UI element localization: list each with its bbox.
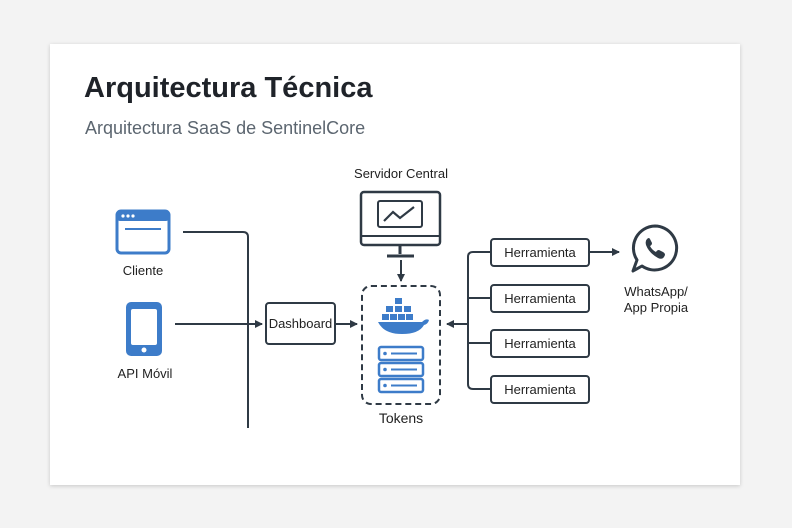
tokens-label: Tokens bbox=[378, 410, 424, 426]
tools-bus bbox=[467, 251, 490, 390]
tool-node: Herramienta bbox=[490, 375, 590, 404]
docker-whale-icon bbox=[378, 298, 429, 334]
browser-window-icon bbox=[115, 209, 171, 255]
whatsapp-label-line1: WhatsApp/ bbox=[624, 284, 688, 299]
api-movil-label: API Móvil bbox=[117, 366, 173, 381]
tool-node: Herramienta bbox=[490, 238, 590, 267]
tool-node: Herramienta bbox=[490, 329, 590, 358]
whatsapp-label: WhatsApp/ App Propia bbox=[606, 284, 706, 316]
tool-node: Herramienta bbox=[490, 284, 590, 313]
whatsapp-label-line2: App Propia bbox=[623, 300, 689, 315]
central-container bbox=[361, 285, 441, 405]
page-title: Arquitectura Técnica bbox=[84, 72, 373, 104]
server-stack-icon bbox=[377, 345, 425, 394]
dashboard-node: Dashboard bbox=[265, 302, 336, 345]
servidor-central-label: Servidor Central bbox=[354, 166, 448, 181]
cliente-connector bbox=[183, 231, 249, 428]
whatsapp-icon bbox=[631, 224, 679, 273]
page-subtitle: Arquitectura SaaS de SentinelCore bbox=[85, 118, 366, 138]
diagram-card bbox=[50, 44, 740, 485]
cliente-label: Cliente bbox=[122, 263, 164, 278]
smartphone-icon bbox=[126, 302, 162, 356]
monitor-icon bbox=[359, 190, 442, 258]
